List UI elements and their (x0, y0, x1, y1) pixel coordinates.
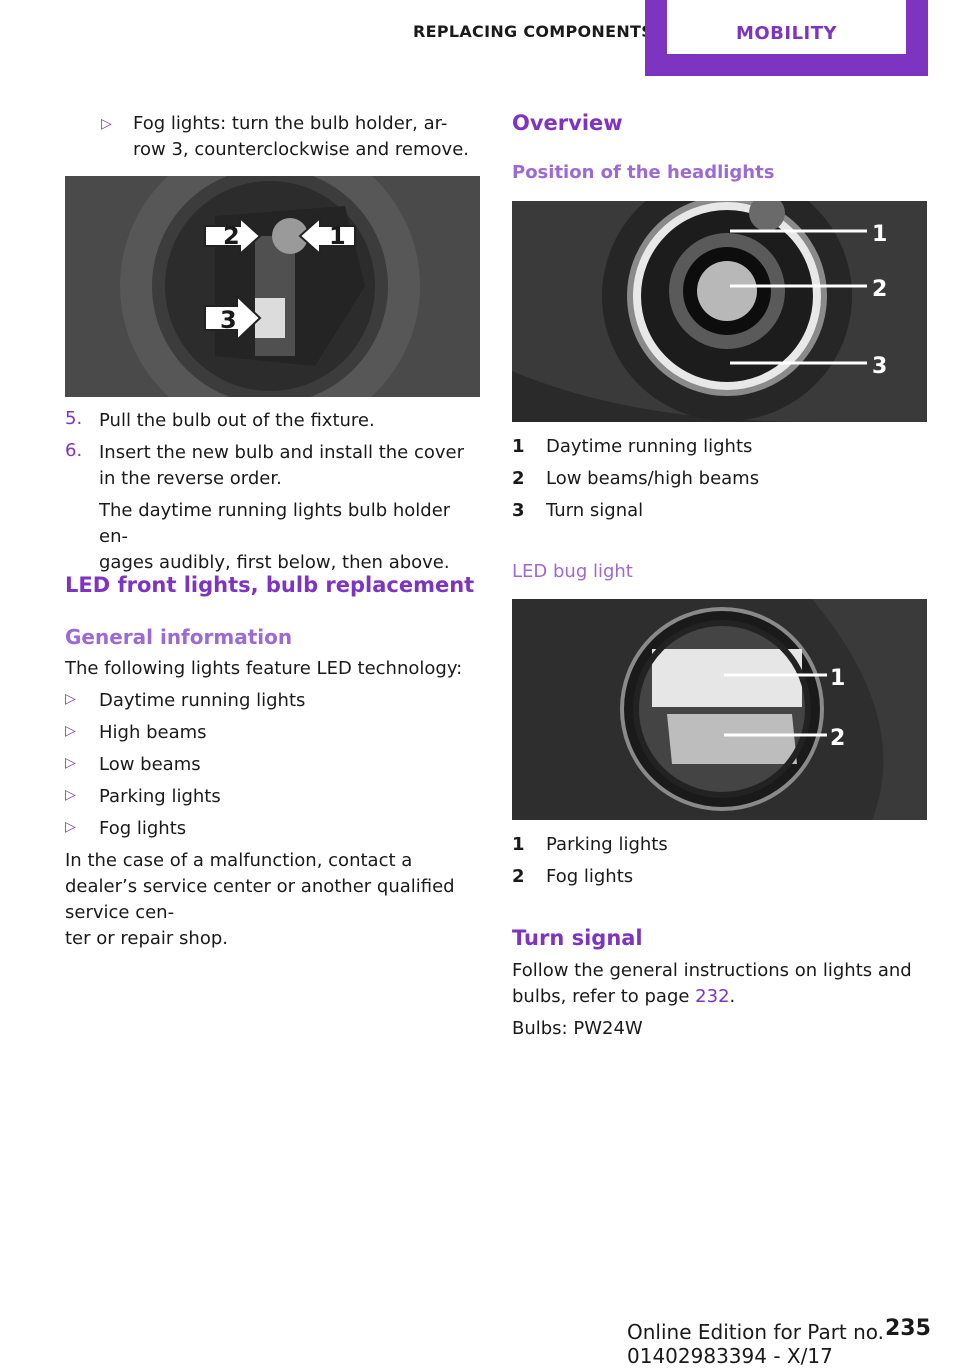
list-item-text: Fog lights (99, 818, 187, 839)
headlight-label-2: 2 (872, 277, 887, 302)
bullet-icon: ▷ (65, 723, 76, 739)
bug-light-illustration: 1 2 (512, 599, 927, 820)
general-info-heading: General information (65, 625, 293, 649)
turn-signal-text-prefix: Follow the general instructions on light… (512, 960, 912, 1007)
bulbs-text: Bulbs: PW24W (512, 1018, 643, 1039)
headlight-photo: 1 2 3 (512, 201, 927, 422)
left-column: ▷ Fog lights: turn the bulb holder, ar- … (65, 0, 485, 1300)
bullet-icon: ▷ (65, 787, 76, 803)
turn-signal-heading: Turn signal (512, 926, 643, 950)
step-6-text: Insert the new bulb and install the cove… (99, 442, 465, 489)
running-header-section: REPLACING COMPONENTS (413, 22, 654, 41)
bullet-icon: ▷ (65, 755, 76, 771)
section-heading: LED front lights, bulb replacement (65, 573, 475, 597)
headlights-position-heading: Position of the headlights (512, 162, 775, 183)
chapter-tab-label: MOBILITY (667, 0, 906, 54)
intro-text: The following lights feature LED technol… (65, 658, 463, 679)
fog-light-photo: 2 1 3 (65, 176, 480, 397)
legend-number: 2 (512, 866, 525, 887)
headlight-label-3: 3 (872, 354, 887, 379)
legend-text: Parking lights (546, 834, 668, 855)
headlight-label-1: 1 (872, 222, 887, 247)
step-6-note: The daytime running lights bulb holder e… (99, 500, 451, 573)
legend-number: 1 (512, 436, 525, 457)
bug-label-1: 1 (830, 666, 845, 691)
legend-text: Daytime running lights (546, 436, 753, 457)
legend-number: 1 (512, 834, 525, 855)
page-link[interactable]: 232 (695, 986, 730, 1007)
list-item-text: High beams (99, 722, 207, 743)
list-item-text: Low beams (99, 754, 201, 775)
turn-signal-text: Follow the general instructions on light… (512, 958, 932, 1010)
image-label-3: 3 (220, 306, 237, 334)
legend-number: 2 (512, 468, 525, 489)
list-item-text: Daytime running lights (99, 690, 306, 711)
fog-light-illustration: 2 1 3 (65, 176, 480, 397)
malfunction-text: In the case of a malfunction, contact a … (65, 850, 455, 949)
bullet-icon: ▷ (101, 116, 112, 132)
bug-light-photo: 1 2 (512, 599, 927, 820)
image-label-2: 2 (223, 222, 240, 250)
image-label-1: 1 (329, 222, 346, 250)
right-column: Overview Position of the headlights 1 2 … (512, 0, 932, 1300)
overview-heading: Overview (512, 111, 623, 135)
headlight-illustration: 1 2 3 (512, 201, 927, 422)
step-number-6: 6. (65, 440, 83, 461)
page-number: 235 (885, 1316, 931, 1341)
step-5-text: Pull the bulb out of the fixture. (99, 410, 375, 431)
chapter-tab: MOBILITY (645, 0, 928, 76)
legend-text: Turn signal (546, 500, 644, 521)
step-number-5: 5. (65, 408, 83, 429)
bug-label-2: 2 (830, 726, 845, 751)
bullet-icon: ▷ (65, 819, 76, 835)
bullet-icon: ▷ (65, 691, 76, 707)
list-item-text: Parking lights (99, 786, 221, 807)
fog-step-text: Fog lights: turn the bulb holder, ar- ro… (133, 113, 470, 160)
legend-number: 3 (512, 500, 525, 521)
turn-signal-text-suffix: . (729, 986, 736, 1007)
bug-light-heading: LED bug light (512, 561, 633, 582)
legend-text: Low beams/high beams (546, 468, 760, 489)
legend-text: Fog lights (546, 866, 634, 887)
